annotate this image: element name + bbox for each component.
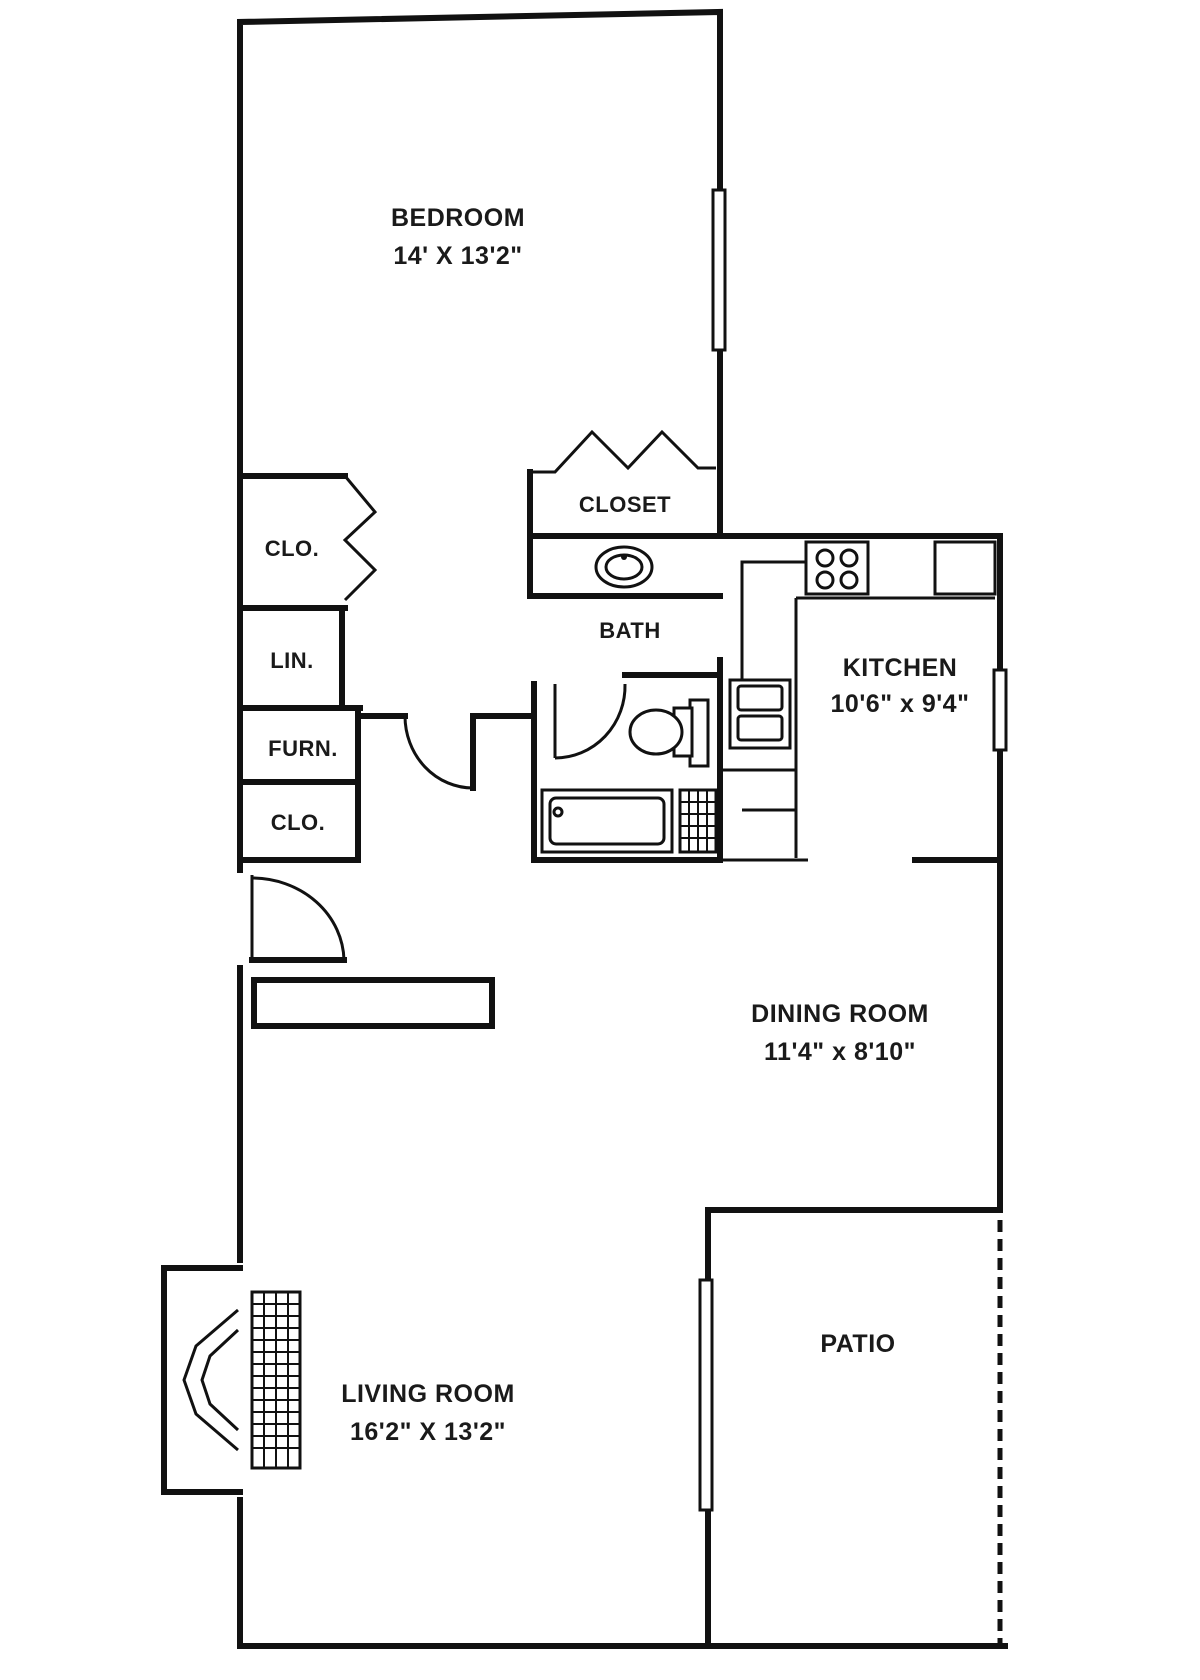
kitchen-window (992, 668, 1008, 752)
furn-label: FURN. (268, 736, 338, 761)
hearth-grid (250, 1290, 302, 1470)
dining-size: 11'4" x 8'10" (764, 1038, 916, 1066)
lin-label: LIN. (270, 648, 314, 673)
toilet (628, 708, 684, 756)
patio-walls (705, 857, 1003, 1646)
living-size: 16'2" X 13'2" (350, 1418, 506, 1446)
refrigerator (933, 540, 997, 596)
kitchen-size: 10'6" x 9'4" (831, 690, 970, 718)
clo-top-label: CLO. (265, 536, 320, 561)
patio-sliding-door (698, 1278, 714, 1512)
left-closets (237, 471, 378, 873)
bathtub (540, 788, 674, 854)
bath-door (554, 683, 627, 760)
clo-bottom-label: CLO. (271, 810, 326, 835)
dining-label: DINING ROOM (751, 1000, 929, 1028)
bedroom-walls (237, 8, 727, 539)
bedroom-window (711, 188, 727, 352)
bath-label: BATH (599, 618, 660, 643)
bath-sink (594, 545, 654, 589)
clo-top-bifold-door (342, 475, 378, 602)
kitchen-label: KITCHEN (843, 654, 958, 682)
entry-door (249, 875, 347, 963)
stove (804, 540, 870, 596)
bedroom-size: 14' X 13'2" (393, 242, 522, 270)
bedroom-closet (527, 429, 723, 599)
patio-label: PATIO (820, 1330, 895, 1358)
hall-partition-wall (251, 977, 495, 1029)
living-room-walls (237, 965, 1008, 1649)
living-label: LIVING ROOM (341, 1380, 515, 1408)
hall-partition (355, 713, 535, 791)
closet-label: CLOSET (579, 492, 671, 517)
kitchen-sink (728, 678, 792, 750)
bedroom-label: BEDROOM (391, 204, 525, 232)
fireplace (161, 1265, 302, 1495)
closet-bifold-door (530, 429, 716, 474)
kitchen (717, 533, 1008, 863)
bedroom-door (403, 715, 474, 790)
room-labels: BEDROOM 14' X 13'2" CLOSET CLO. LIN. FUR… (265, 204, 970, 1446)
bath-tile-grid (678, 788, 718, 854)
bathroom (531, 657, 723, 863)
